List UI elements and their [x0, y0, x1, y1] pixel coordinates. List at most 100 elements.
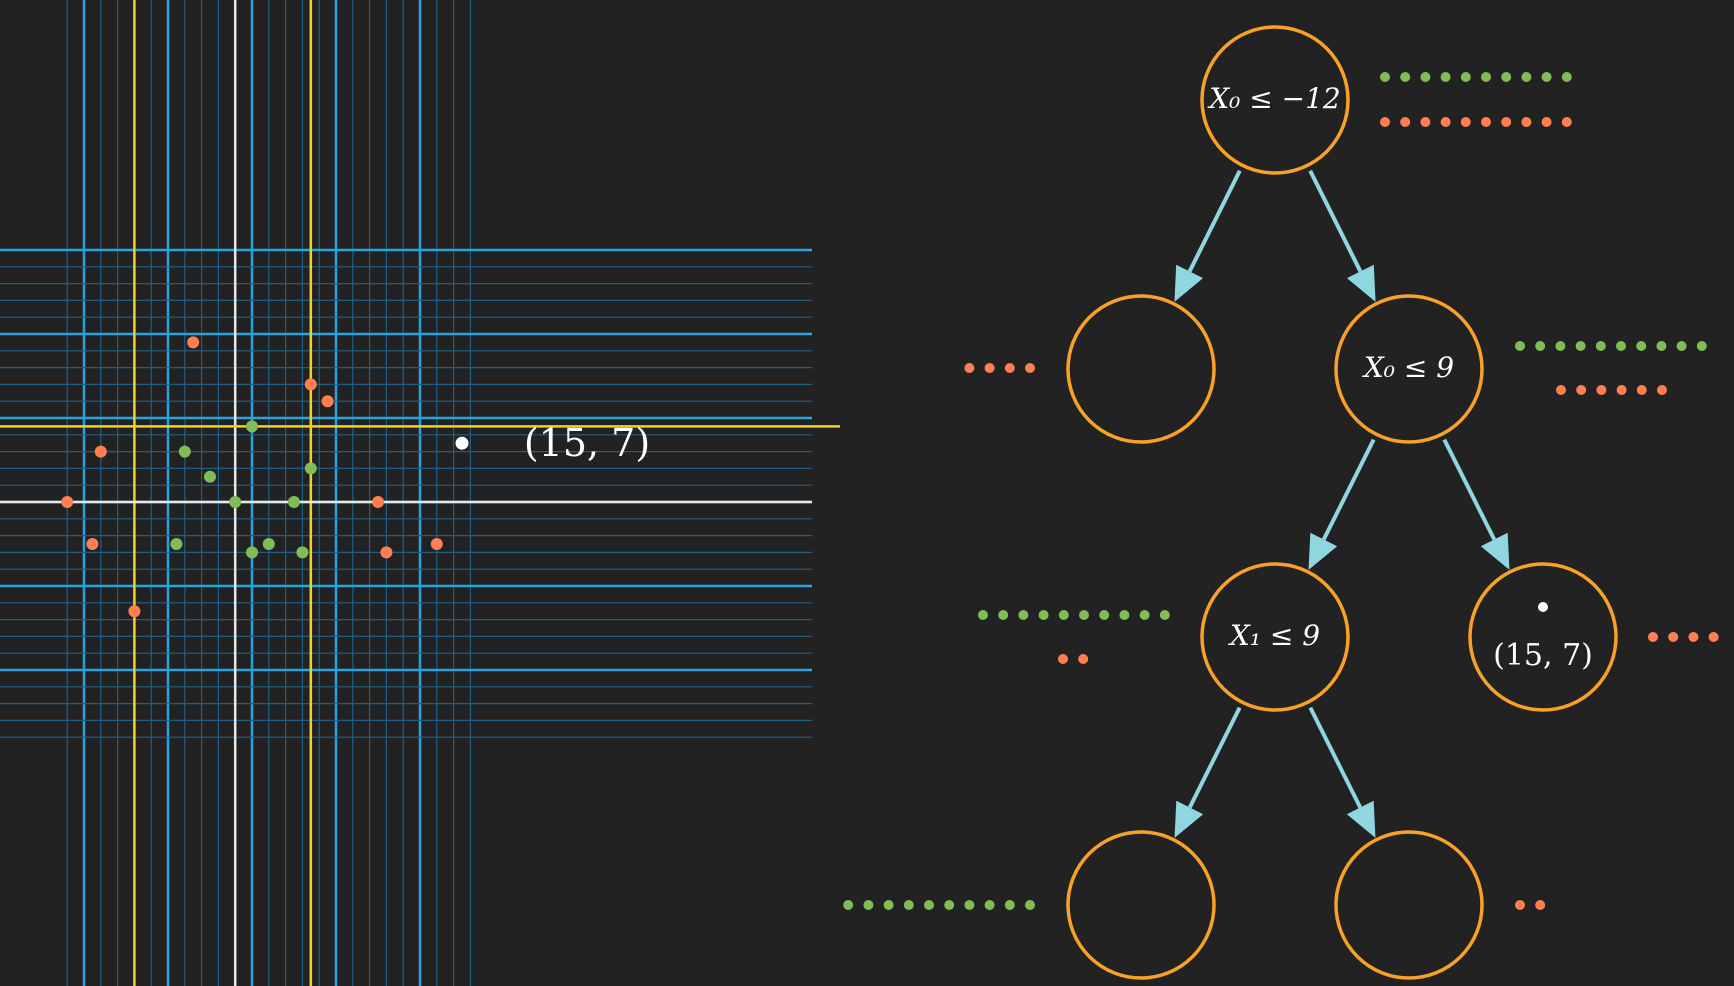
- tree-node-rr-leaf: [1468, 562, 1618, 712]
- root-orange-dot: [1541, 117, 1552, 127]
- root-orange-dot: [1561, 117, 1572, 127]
- root-orange-dot: [1460, 117, 1471, 127]
- root-green-dot: [1460, 72, 1471, 82]
- rll-leaf-green-dot: [883, 900, 894, 910]
- right-node-orange-dot: [1616, 385, 1627, 395]
- tree-node-right-node: [1334, 294, 1484, 444]
- rll-leaf-green-dot: [903, 900, 914, 910]
- right-node-label: X₀ ≤ 9: [1362, 351, 1454, 384]
- leaf-query-point: [1538, 602, 1548, 612]
- right-node-orange-dot: [1657, 385, 1667, 395]
- green-point: [288, 496, 300, 508]
- orange-point: [430, 538, 443, 550]
- tree-nodes: [1066, 25, 1618, 980]
- rl-node-green-dot: [1139, 610, 1150, 620]
- right-node-green-dot: [1636, 341, 1647, 351]
- right-node-green-dot: [1656, 341, 1667, 351]
- rll-leaf-green-dot: [964, 900, 975, 910]
- root-green-dot: [1420, 72, 1431, 82]
- tree-edge-arrowhead: [1346, 264, 1376, 302]
- scatter-plot: (15, 7): [0, 0, 840, 986]
- tree-edge: [1308, 706, 1363, 809]
- tree-edge: [1308, 169, 1363, 273]
- rl-node-orange-dot: [1058, 654, 1068, 664]
- rll-leaf-green-dot: [1025, 900, 1035, 910]
- decision-tree: X₀ ≤ −12 X₀ ≤ 9 X₁ ≤ 9 (15, 7): [843, 25, 1719, 980]
- rr-leaf-orange-dot: [1708, 632, 1719, 642]
- orange-point: [94, 445, 107, 458]
- rl-node-green-dot: [978, 610, 988, 620]
- tree-edges: [1174, 169, 1510, 838]
- rll-leaf-green-dot: [863, 900, 874, 910]
- tree-edge-arrowhead: [1480, 532, 1510, 570]
- orange-point: [304, 378, 317, 391]
- green-point: [296, 546, 309, 559]
- green-point: [229, 496, 242, 508]
- orange-point: [61, 496, 74, 508]
- tree-node-root: [1200, 25, 1350, 175]
- root-orange-dot: [1481, 117, 1491, 127]
- rlr-leaf-orange-dot: [1535, 900, 1546, 910]
- split-lines: [0, 0, 840, 986]
- root-green-dot: [1380, 72, 1390, 82]
- left-leaf-orange-dot: [964, 363, 975, 373]
- tree-edge-arrowhead: [1174, 800, 1204, 838]
- root-green-dot: [1561, 72, 1572, 82]
- rl-node-green-dot: [1099, 610, 1110, 620]
- tree-edge: [1187, 169, 1242, 273]
- right-left-node-label: X₁ ≤ 9: [1228, 619, 1320, 652]
- leaf-query-label: (15, 7): [1493, 638, 1593, 673]
- rl-node-orange-dot: [1078, 654, 1089, 664]
- rl-node-green-dot: [1038, 610, 1049, 620]
- green-point: [170, 538, 183, 550]
- root-green-dot: [1400, 72, 1411, 82]
- root-orange-dot: [1440, 117, 1451, 127]
- right-node-green-dot: [1696, 341, 1707, 351]
- green-point: [262, 538, 275, 550]
- tree-node-rll-leaf: [1066, 830, 1216, 980]
- rr-leaf-orange-dot: [1668, 632, 1679, 642]
- right-node-orange-dot: [1636, 385, 1647, 395]
- tree-edge: [1321, 438, 1376, 541]
- root-node-label: X₀ ≤ −12: [1207, 82, 1341, 115]
- query-point: [455, 436, 469, 450]
- tree-edge-arrowhead: [1346, 800, 1376, 838]
- root-orange-dot: [1420, 117, 1431, 127]
- right-node-green-dot: [1676, 341, 1687, 351]
- grid: [0, 0, 812, 986]
- right-node-green-dot: [1535, 341, 1546, 351]
- rll-leaf-green-dot: [924, 900, 934, 910]
- right-node-green-dot: [1515, 341, 1525, 351]
- rll-leaf-green-dot: [944, 900, 955, 910]
- rll-leaf-green-dot: [984, 900, 995, 910]
- tree-node-rlr-leaf: [1334, 830, 1484, 980]
- right-node-green-dot: [1575, 341, 1586, 351]
- root-orange-dot: [1521, 117, 1532, 127]
- root-green-dot: [1440, 72, 1451, 82]
- rr-leaf-orange-dot: [1648, 632, 1658, 642]
- orange-point: [86, 538, 99, 550]
- tree-edge: [1187, 706, 1242, 809]
- orange-point: [321, 395, 334, 408]
- data-points: [61, 336, 469, 618]
- green-point: [304, 462, 317, 475]
- rl-node-green-dot: [1159, 610, 1170, 620]
- rlr-leaf-orange-dot: [1515, 900, 1525, 910]
- orange-point: [380, 546, 393, 559]
- orange-point: [372, 496, 384, 508]
- right-node-orange-dot: [1556, 385, 1566, 395]
- class-count-dots: [843, 72, 1719, 910]
- root-green-dot: [1521, 72, 1532, 82]
- right-node-orange-dot: [1596, 385, 1607, 395]
- tree-node-left-leaf: [1066, 294, 1216, 444]
- tree-edge-arrowhead: [1308, 532, 1338, 570]
- green-point: [246, 546, 258, 559]
- rl-node-green-dot: [1119, 610, 1130, 620]
- root-orange-dot: [1501, 117, 1512, 127]
- right-node-green-dot: [1555, 341, 1566, 351]
- green-point: [204, 470, 216, 483]
- right-node-green-dot: [1616, 341, 1626, 351]
- orange-point: [128, 605, 141, 618]
